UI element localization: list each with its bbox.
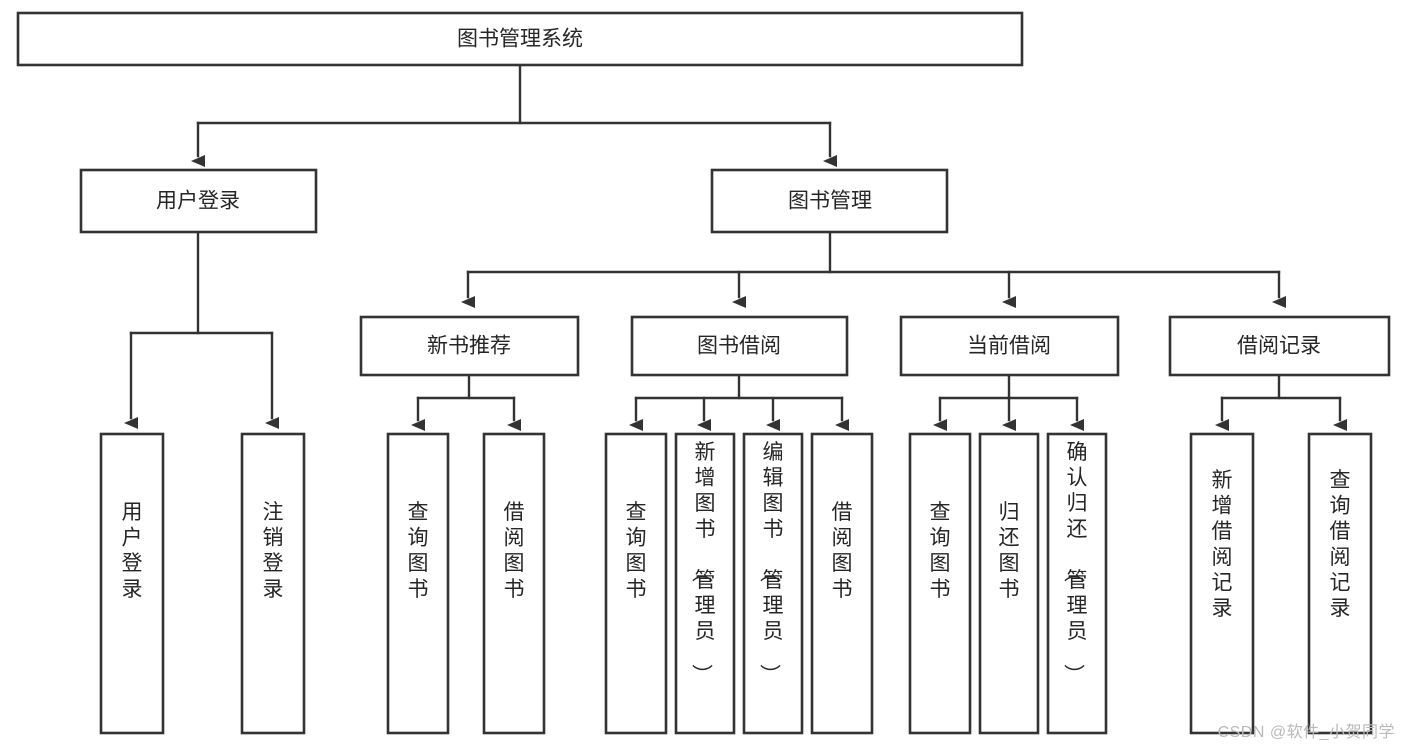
- node-leaf-query-book-2-box[interactable]: [604, 432, 668, 735]
- node-leaf-add-record-label: 新增借阅记录: [1212, 469, 1233, 620]
- node-leaf-edit-book-label: 编辑图书（管理员）: [758, 441, 784, 685]
- connector-group-borrow-record: [1215, 373, 1347, 431]
- node-leaf-user-login-box[interactable]: [99, 432, 165, 735]
- connector-group-new-book-rec: [411, 373, 521, 431]
- node-leaf-query-record-box[interactable]: [1307, 432, 1373, 735]
- node-current-borrow-box[interactable]: [899, 315, 1120, 377]
- node-leaf-query-record[interactable]: 查询借阅记录: [1307, 432, 1373, 735]
- node-new-book-rec-box[interactable]: [359, 315, 580, 377]
- node-leaf-edit-book[interactable]: 编辑图书（管理员）: [742, 432, 804, 735]
- node-leaf-return-book-box[interactable]: [978, 432, 1040, 735]
- node-leaf-query-book-3[interactable]: 查询图书: [908, 432, 972, 735]
- node-leaf-query-book-2[interactable]: 查询图书: [604, 432, 668, 735]
- node-leaf-add-book-box[interactable]: [674, 432, 736, 735]
- node-leaf-return-book-label: 归还图书: [999, 501, 1020, 601]
- connector-group-book-borrow: [629, 373, 849, 431]
- node-leaf-borrow-book-2-label: 借阅图书: [832, 501, 853, 601]
- node-leaf-confirm-return-label: 确认归还（管理员）: [1062, 441, 1088, 685]
- node-leaf-query-record-label: 查询借阅记录: [1330, 469, 1351, 620]
- connector-group-user-login: [124, 230, 279, 429]
- node-book-manage[interactable]: 图书管理: [710, 168, 949, 234]
- node-borrow-record[interactable]: 借阅记录: [1168, 315, 1391, 377]
- node-book-borrow-box[interactable]: [630, 315, 849, 377]
- node-leaf-borrow-book-1-box[interactable]: [482, 432, 546, 735]
- node-user-login[interactable]: 用户登录: [79, 168, 318, 234]
- connector-group-root: [191, 63, 837, 167]
- node-leaf-borrow-book-2-box[interactable]: [810, 432, 874, 735]
- node-leaf-user-login[interactable]: 用户登录: [99, 432, 165, 735]
- node-leaf-borrow-book-2[interactable]: 借阅图书: [810, 432, 874, 735]
- node-leaf-query-book-3-label: 查询图书: [930, 501, 951, 601]
- node-user-login-box[interactable]: [79, 168, 318, 234]
- node-leaf-borrow-book-1-label: 借阅图书: [504, 501, 525, 601]
- node-borrow-record-label: 借阅记录: [1237, 335, 1321, 358]
- node-leaf-query-book-1-label: 查询图书: [408, 501, 429, 601]
- node-leaf-confirm-return-box[interactable]: [1046, 432, 1108, 735]
- node-leaf-add-record[interactable]: 新增借阅记录: [1189, 432, 1255, 735]
- node-leaf-borrow-book-1[interactable]: 借阅图书: [482, 432, 546, 735]
- node-borrow-record-box[interactable]: [1168, 315, 1391, 377]
- node-leaf-query-book-2-label: 查询图书: [626, 501, 647, 601]
- node-book-borrow[interactable]: 图书借阅: [630, 315, 849, 377]
- node-leaf-confirm-return[interactable]: 确认归还（管理员）: [1046, 432, 1108, 735]
- node-book-manage-box[interactable]: [710, 168, 949, 234]
- node-leaf-query-book-1-box[interactable]: [386, 432, 450, 735]
- node-current-borrow-label: 当前借阅: [967, 335, 1051, 358]
- node-new-book-rec-label: 新书推荐: [427, 335, 511, 358]
- node-current-borrow[interactable]: 当前借阅: [899, 315, 1120, 377]
- node-leaf-edit-book-box[interactable]: [742, 432, 804, 735]
- connector-group-current-borrow: [933, 373, 1084, 431]
- connector-group-book-manage: [461, 230, 1286, 308]
- node-root-box[interactable]: [16, 11, 1024, 67]
- node-leaf-add-book-label: 新增图书（管理员）: [690, 441, 716, 685]
- node-leaf-logout-label: 注销登录: [263, 501, 284, 601]
- node-new-book-rec[interactable]: 新书推荐: [359, 315, 580, 377]
- node-root[interactable]: 图书管理系统: [16, 11, 1024, 67]
- node-leaf-query-book-3-box[interactable]: [908, 432, 972, 735]
- node-user-login-label: 用户登录: [156, 190, 240, 213]
- csdn-watermark: CSDN @软件_小贺同学: [1217, 724, 1395, 741]
- node-leaf-logout[interactable]: 注销登录: [240, 432, 306, 735]
- node-root-label: 图书管理系统: [457, 28, 583, 51]
- node-leaf-return-book[interactable]: 归还图书: [978, 432, 1040, 735]
- node-leaf-add-record-box[interactable]: [1189, 432, 1255, 735]
- node-leaf-add-book[interactable]: 新增图书（管理员）: [674, 432, 736, 735]
- node-book-borrow-label: 图书借阅: [697, 335, 781, 358]
- node-leaf-query-book-1[interactable]: 查询图书: [386, 432, 450, 735]
- node-book-manage-label: 图书管理: [788, 190, 872, 213]
- node-leaf-user-login-label: 用户登录: [122, 501, 143, 601]
- node-leaf-logout-box[interactable]: [240, 432, 306, 735]
